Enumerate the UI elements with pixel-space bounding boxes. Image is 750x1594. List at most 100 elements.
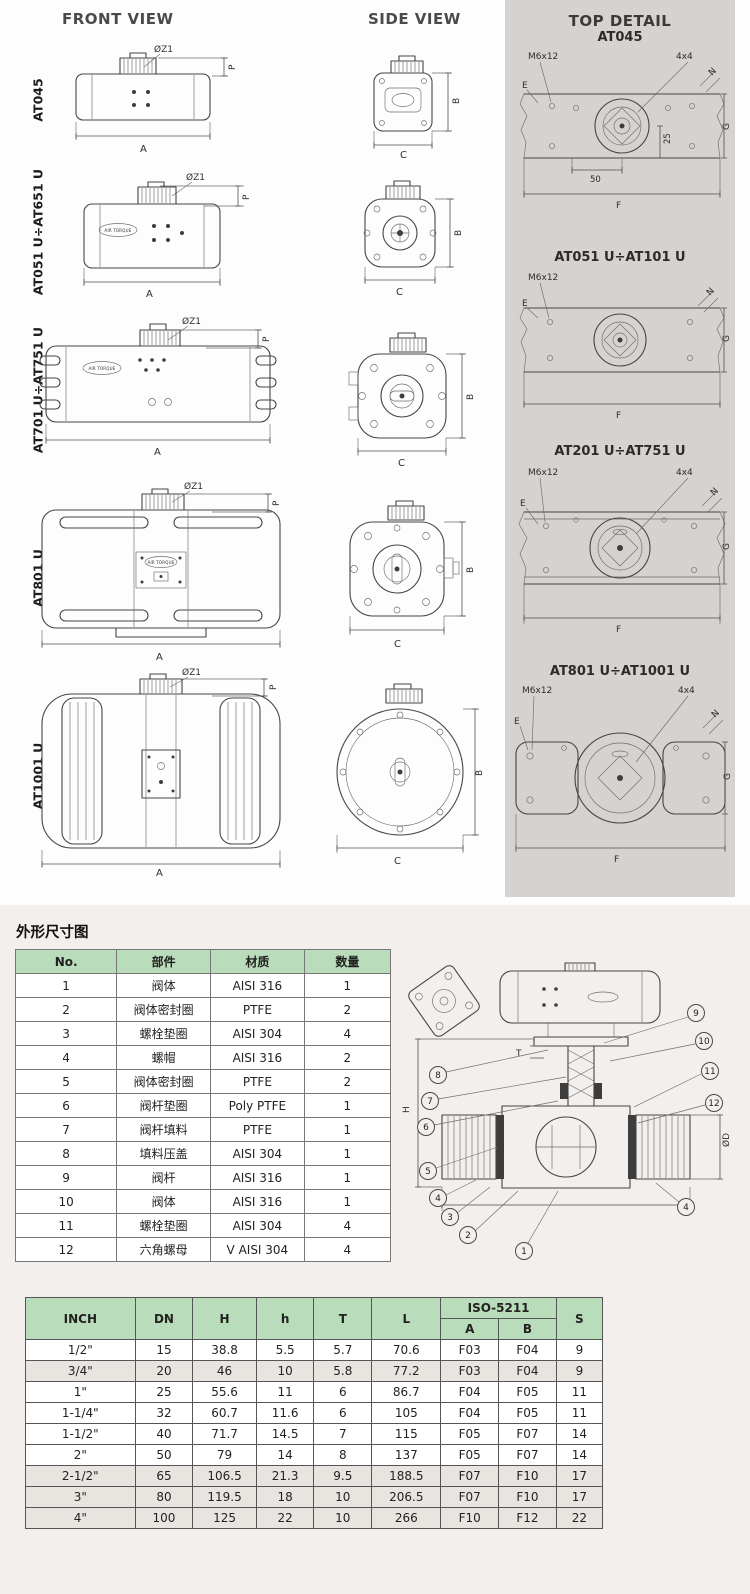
indicator-cap: [387, 500, 425, 521]
dims-H: 71.7: [192, 1423, 257, 1445]
dims-h: 14.5: [255, 1423, 315, 1445]
air-torque-logo: [587, 991, 619, 1003]
dims-header-row-2: A B: [26, 1318, 603, 1340]
part-material: AISI 304: [210, 1141, 305, 1166]
dim-b-label: B: [466, 567, 476, 573]
valve-body: [441, 1105, 691, 1189]
dimension-a: A: [75, 122, 211, 155]
dims-T: 10: [313, 1486, 373, 1508]
part-material: AISI 304: [210, 1213, 305, 1238]
dims-iso-a: F10: [440, 1507, 500, 1529]
dims-H: 125: [192, 1507, 257, 1529]
dimension-c: C: [373, 131, 433, 160]
air-torque-logo-text: AIR TORQUE: [89, 366, 116, 371]
parts-row: 7 阀杆填料 PTFE 1: [14, 1117, 392, 1142]
valve-assembly-drawing: T H ØD 8 7 6 5 4 3: [402, 962, 732, 1260]
dimension-b: B: [432, 72, 462, 132]
dimension-p: P: [156, 329, 272, 349]
parts-col-material: 材质: [210, 949, 305, 974]
dimension-n: N: [702, 708, 724, 735]
actuator-housing: AIR TORQUE: [41, 509, 281, 638]
dims-L: 206.5: [371, 1486, 442, 1508]
dims-dn: 15: [134, 1339, 194, 1361]
dims-inch: 2": [25, 1444, 136, 1466]
dim-b-label: B: [454, 230, 464, 236]
dims-H: 60.7: [192, 1402, 257, 1424]
col-dn: DN: [134, 1297, 194, 1340]
dims-S: 11: [555, 1381, 604, 1403]
dims-S: 14: [555, 1444, 604, 1466]
callout-number: 2: [465, 1231, 471, 1241]
top-detail-at045: M6x12 E 4x4 N 25 50 G: [519, 52, 732, 211]
dims-iso-b: F12: [498, 1507, 557, 1529]
dims-h: 22: [255, 1507, 315, 1529]
callout-number: 10: [698, 1037, 710, 1047]
callout-balloon-3: 3: [441, 1208, 459, 1226]
dims-iso-a: F05: [440, 1444, 500, 1466]
part-material: Poly PTFE: [210, 1093, 305, 1118]
top-detail-title-at201: AT201 U÷AT751 U: [554, 444, 686, 459]
dims-table-body: 1/2" 15 38.8 5.5 5.7 70.6 F03 F04 9 3/4"…: [25, 1339, 604, 1529]
parts-row: 5 阀体密封圈 PTFE 2: [14, 1069, 392, 1094]
front-view-at1001: ØZ1 P: [41, 667, 281, 878]
part-material: AISI 304: [210, 1021, 305, 1046]
dimension-f: F: [523, 158, 721, 211]
part-qty: 2: [303, 1045, 392, 1070]
air-torque-logo: [98, 223, 138, 237]
dim-b-label: B: [475, 770, 484, 776]
model-label-at045: AT045: [30, 78, 46, 122]
callout-number: 4: [683, 1203, 689, 1213]
callout-number: 3: [447, 1213, 453, 1223]
dims-h: 10: [255, 1360, 315, 1382]
dims-iso-a: F03: [440, 1360, 500, 1382]
front-view-at701: ØZ1 P A: [39, 316, 277, 458]
dims-L: 115: [371, 1423, 442, 1445]
dims-H: 79: [192, 1444, 257, 1466]
dimension-a: A: [83, 268, 221, 300]
dimension-d: ØD: [690, 1114, 732, 1180]
part-no: 3: [14, 1021, 118, 1046]
part-material: PTFE: [210, 1069, 305, 1094]
iso-mounting-pad: [408, 965, 480, 1037]
parts-row: 8 填料压盖 AISI 304 1: [14, 1141, 392, 1166]
dimension-a: A: [41, 850, 281, 878]
actuator-end-flange: [348, 353, 447, 439]
dim-z1-label: ØZ1: [186, 172, 205, 183]
dim-f-label: F: [616, 625, 621, 635]
dim-n-label: N: [705, 286, 717, 298]
dims-h: 18: [255, 1486, 315, 1508]
side-view-at701: B C: [348, 332, 476, 469]
part-no: 9: [14, 1165, 118, 1190]
dims-H: 119.5: [192, 1486, 257, 1508]
part-material: PTFE: [210, 1117, 305, 1142]
callout-number: 7: [427, 1097, 433, 1107]
top-detail-panel: [505, 0, 735, 897]
callout-balloon-12: 12: [705, 1094, 723, 1112]
dim-h-label: H: [402, 1106, 412, 1113]
dims-h: 11.6: [255, 1402, 315, 1424]
dim-f-label: F: [614, 855, 619, 865]
dim-p-label: P: [228, 64, 238, 70]
dims-row: 1/2" 15 38.8 5.5 5.7 70.6 F03 F04 9: [25, 1339, 604, 1361]
callout-balloon-7: 7: [421, 1092, 439, 1110]
dims-H: 55.6: [192, 1381, 257, 1403]
dimension-f: F: [523, 584, 721, 635]
dim-z1-label: ØZ1: [182, 667, 201, 678]
parts-row: 12 六角螺母 V AISI 304 4: [14, 1237, 392, 1262]
dimension-z1: ØZ1: [171, 481, 203, 503]
indicator-cap: [385, 683, 423, 704]
part-qty: 1: [303, 973, 392, 998]
part-no: 12: [14, 1237, 118, 1262]
front-view-at045: ØZ1 P A: [75, 44, 238, 155]
drive-boss: [589, 517, 651, 579]
callout-balloon-4: 4: [429, 1189, 447, 1207]
dim-b-label: B: [466, 394, 476, 400]
dims-iso-a: F04: [440, 1381, 500, 1403]
dims-dn: 50: [134, 1444, 194, 1466]
dim-e-label: E: [520, 499, 526, 509]
dim-25-label: 25: [663, 133, 673, 144]
dims-iso-a: F05: [440, 1423, 500, 1445]
dimension-n: N: [699, 66, 721, 93]
dims-iso-b: F05: [498, 1381, 557, 1403]
